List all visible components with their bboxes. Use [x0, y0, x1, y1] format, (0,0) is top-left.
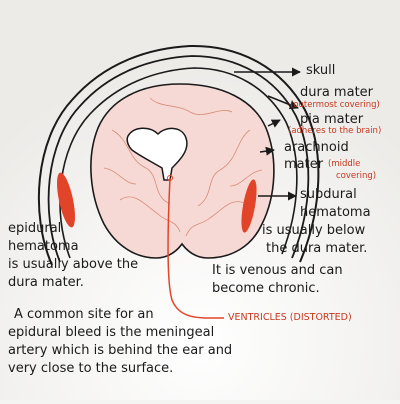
label-arachnoid-note-line1: (middle	[328, 159, 361, 169]
label-subdural-line1: subdural	[300, 187, 357, 202]
label-skull: skull	[306, 63, 336, 78]
ventricles-pointer-dot	[167, 175, 173, 181]
ventricles-leader-line	[167, 177, 225, 319]
label-epidural-line2: hematoma	[8, 239, 79, 254]
label-epidural-line1: epidural	[8, 221, 62, 236]
label-dura-mater-note: (outermost covering)	[290, 100, 380, 110]
leader-lines	[234, 67, 301, 201]
label-subdural-text-line2: the dura mater.	[266, 241, 368, 256]
label-pia-mater: pia mater	[300, 112, 364, 127]
epidural-hematoma	[57, 172, 75, 228]
footnote-line1: A common site for an	[14, 307, 154, 322]
subdural-hematoma	[241, 179, 257, 233]
label-pia-mater-note: (adheres to the brain)	[288, 126, 382, 136]
label-ventricles: VENTRICLES (DISTORTED)	[228, 312, 352, 323]
footnote-line2: epidural bleed is the meningeal	[8, 325, 215, 340]
label-venous-line2: become chronic.	[212, 281, 320, 296]
arachnoid-outline	[59, 67, 298, 259]
label-arachnoid-line2: mater	[284, 157, 324, 172]
brain	[90, 83, 275, 259]
label-subdural-text-line1: is usually below	[262, 223, 366, 238]
label-epidural-text-line1: is usually above the	[8, 257, 139, 272]
footnote-line4: very close to the surface.	[8, 361, 174, 376]
label-arachnoid-note-line2: covering)	[336, 171, 377, 181]
dura-mater-outline	[47, 55, 310, 263]
label-epidural-text-line2: dura mater.	[8, 275, 84, 290]
label-venous-line1: It is venous and can	[212, 263, 343, 278]
ventricles	[126, 127, 188, 181]
label-subdural-line2: hematoma	[300, 205, 371, 220]
brain-vessels	[103, 97, 263, 237]
skull-outline	[37, 44, 320, 266]
label-dura-mater: dura mater	[300, 85, 374, 100]
label-arachnoid-line1: arachnoid	[284, 140, 349, 155]
footnote-line3: artery which is behind the ear and	[8, 343, 233, 358]
